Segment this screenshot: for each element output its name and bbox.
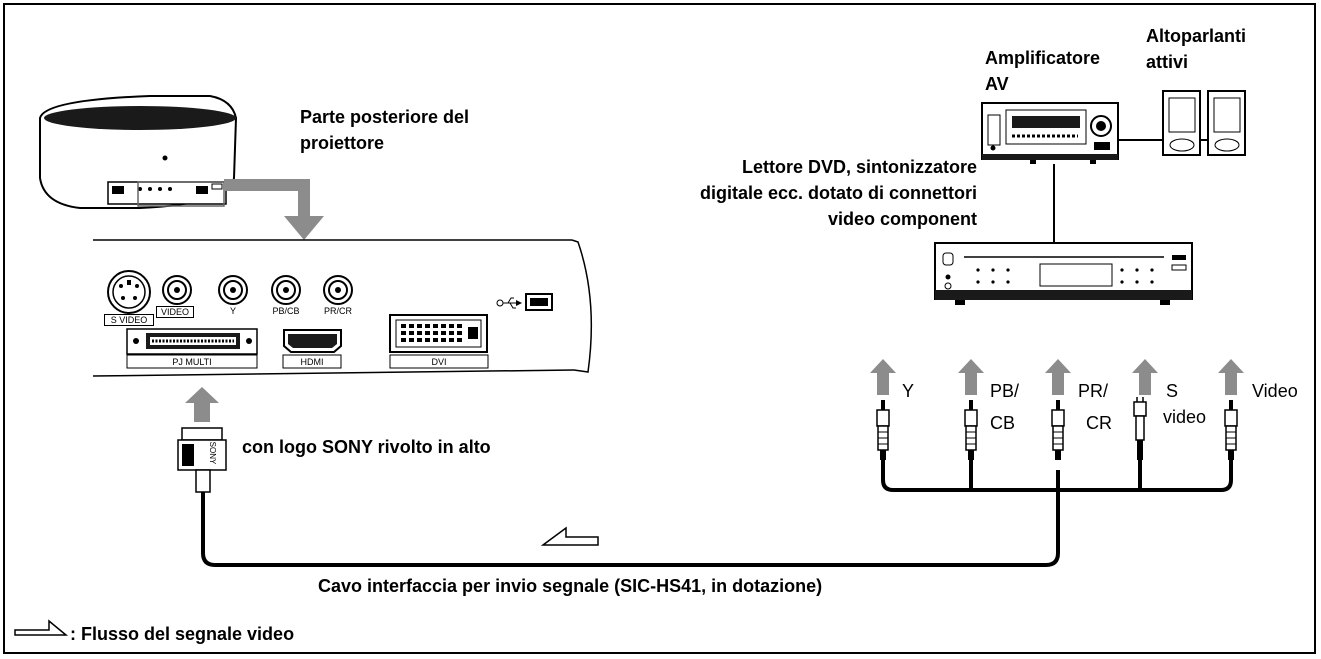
- signal-pr: PR/: [1078, 381, 1109, 401]
- amplifier-illustration: [981, 102, 1119, 164]
- pb-cb-label: PB/CB: [272, 306, 300, 316]
- speakers-label-2: attivi: [1146, 52, 1189, 72]
- pj-multi-label: PJ MULTI: [172, 357, 212, 367]
- rca-plug-4: [1224, 400, 1238, 460]
- projector-back-label-2: proiettore: [300, 133, 385, 153]
- rca-plug-3: [1051, 400, 1065, 460]
- signal-video: Video: [1252, 381, 1298, 401]
- sony-logo-label: con logo SONY rivolto in alto: [242, 437, 491, 457]
- cable-label: Cavo interfaccia per invio segnale (SIC-…: [318, 576, 823, 596]
- rear-panel: [92, 239, 593, 377]
- interface-cable: [201, 470, 1060, 567]
- dvd-label-1: Lettore DVD, sintonizzatore: [741, 157, 977, 177]
- signal-up-arrow-3: [1045, 359, 1071, 395]
- y-jack: [218, 275, 248, 305]
- svideo-plug: [1133, 397, 1147, 460]
- dvi-label: DVI: [431, 357, 447, 367]
- pr-jack: [323, 275, 353, 305]
- video-label: VIDEO: [156, 306, 194, 318]
- speakers-illustration: [1118, 90, 1246, 156]
- signal-up-arrow-4: [1132, 359, 1158, 395]
- legend-label: : Flusso del segnale video: [70, 624, 295, 644]
- amplifier-label-1: Amplificatore: [985, 48, 1101, 68]
- signal-s: S: [1166, 381, 1179, 401]
- video-jack: [162, 275, 192, 305]
- amplifier-label-2: AV: [985, 74, 1009, 94]
- signal-cr: CR: [1086, 413, 1112, 433]
- signal-s-video: video: [1163, 407, 1207, 427]
- speakers-label-1: Altoparlanti: [1146, 26, 1247, 46]
- signal-arrow-projector: [224, 179, 324, 240]
- signal-cb: CB: [990, 413, 1016, 433]
- projector-back-label-1: Parte posteriore del: [300, 107, 470, 127]
- flow-arrow-cable: [540, 526, 599, 546]
- hdmi-label: HDMI: [300, 357, 324, 367]
- signal-pb: PB/: [990, 381, 1020, 401]
- component-cables: [881, 460, 1233, 492]
- pb-jack: [271, 275, 301, 305]
- pjmulti-plug: [177, 427, 227, 493]
- projector-illustration: [39, 95, 238, 209]
- legend-flow-icon: [14, 619, 69, 636]
- dvd-illustration: [934, 242, 1193, 305]
- connector-brand: SONY: [208, 441, 217, 465]
- diagram-frame: [3, 3, 1316, 654]
- signal-up-arrow-1: [870, 359, 896, 395]
- dvd-label-3: video component: [827, 209, 977, 229]
- y-label: Y: [229, 306, 236, 316]
- dvd-label-2: digitale ecc. dotato di connettori: [699, 183, 977, 203]
- signal-arrow-pjmulti: [185, 387, 219, 422]
- rca-plug-2: [964, 400, 978, 460]
- signal-up-arrow-2: [958, 359, 984, 395]
- rca-plug-1: [876, 400, 890, 460]
- signal-y: Y: [902, 381, 915, 401]
- pr-cr-label: PR/CR: [323, 306, 352, 316]
- svideo-label: S VIDEO: [104, 314, 154, 326]
- signal-up-arrow-5: [1218, 359, 1244, 395]
